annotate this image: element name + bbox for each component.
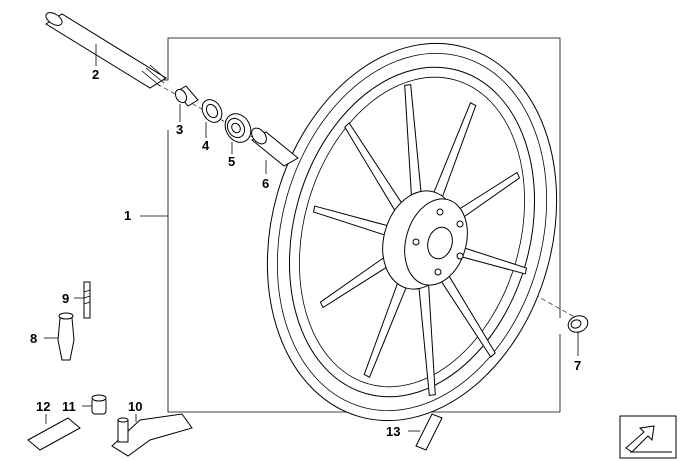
- callout-12: 12: [36, 399, 50, 414]
- part-ring: [201, 99, 223, 123]
- part-washer: [567, 315, 589, 333]
- callout-1: 1: [124, 208, 131, 223]
- leader-lines: [44, 44, 579, 432]
- part-bearing: [224, 113, 252, 143]
- callout-13: 13: [386, 424, 400, 439]
- callout-2: 2: [92, 67, 99, 82]
- callout-3: 3: [176, 122, 183, 137]
- part-weight: [415, 413, 443, 451]
- callout-9: 9: [62, 291, 69, 306]
- arrow-nav-icon[interactable]: [619, 415, 677, 459]
- callout-10: 10: [128, 399, 142, 414]
- part-axle: [45, 12, 167, 89]
- part-spacer: [174, 85, 199, 107]
- callout-4: 4: [202, 138, 210, 153]
- part-weight-strip: [27, 417, 81, 451]
- callout-8: 8: [30, 331, 37, 346]
- part-cap: [91, 394, 107, 415]
- wheel-spokes: [312, 84, 528, 396]
- callout-6: 6: [262, 176, 269, 191]
- callout-5: 5: [228, 154, 235, 169]
- part-valve-core: [83, 281, 91, 319]
- part-sleeve: [251, 127, 299, 167]
- part-valve-assembly: [111, 413, 193, 457]
- part-valve: [57, 312, 75, 361]
- callout-7: 7: [574, 358, 581, 373]
- wheel-hub: [382, 190, 468, 290]
- callout-11: 11: [62, 399, 76, 414]
